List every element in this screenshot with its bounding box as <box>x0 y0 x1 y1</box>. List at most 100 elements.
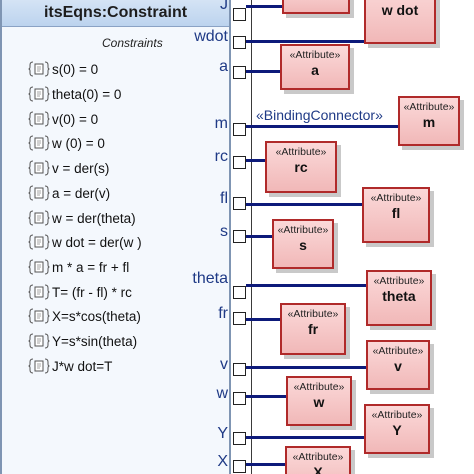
port-label: v <box>220 356 228 373</box>
constraint-text: w dot = der(w ) <box>52 234 142 250</box>
constraint-icon <box>28 111 50 127</box>
constraint-item[interactable]: s(0) = 0 <box>28 59 98 79</box>
constraint-parameter-port[interactable] <box>233 36 246 49</box>
constraints-compartment-label: Constraints <box>102 36 163 50</box>
attribute-box[interactable]: «Attribute»fr <box>280 303 346 355</box>
attribute-name: w dot <box>381 2 419 18</box>
attribute-name: rc <box>294 159 308 175</box>
attribute-box[interactable]: «Attribute» <box>282 0 350 14</box>
constraint-parameter-port[interactable] <box>233 156 246 169</box>
port-label: Y <box>217 425 228 442</box>
attribute-name: fr <box>307 321 319 337</box>
binding-connector[interactable] <box>246 235 272 238</box>
attribute-box[interactable]: «Attribute»Y <box>364 404 430 454</box>
binding-connector[interactable] <box>246 70 280 73</box>
port-label: m <box>214 115 228 132</box>
constraint-parameter-port[interactable] <box>233 312 246 325</box>
attribute-stereotype: «Attribute» <box>370 192 422 204</box>
constraint-parameter-port[interactable] <box>233 66 246 79</box>
constraint-parameter-port[interactable] <box>233 363 246 376</box>
attribute-stereotype: «Attribute» <box>275 146 327 158</box>
port-label: fr <box>218 305 228 322</box>
attribute-name: m <box>422 114 436 130</box>
constraint-text: w (0) = 0 <box>52 135 105 151</box>
constraint-parameter-port[interactable] <box>233 230 246 243</box>
constraint-icon <box>28 160 50 176</box>
constraint-text: T= (fr - fl) * rc <box>52 284 132 300</box>
constraint-item[interactable]: X=s*cos(theta) <box>28 306 141 326</box>
binding-connector[interactable] <box>246 366 366 369</box>
port-label: theta <box>192 270 228 287</box>
constraint-item[interactable]: T= (fr - fl) * rc <box>28 282 132 302</box>
constraint-text: v = der(s) <box>52 160 110 176</box>
constraint-item[interactable]: w dot = der(w ) <box>28 232 142 252</box>
attribute-stereotype: «Attribute» <box>373 275 425 287</box>
constraint-item[interactable]: Y=s*sin(theta) <box>28 331 137 351</box>
attribute-stereotype: «Attribute» <box>289 49 341 61</box>
attribute-box[interactable]: «Attribute»v <box>366 340 430 390</box>
binding-connector-label: «BindingConnector» <box>256 107 383 123</box>
constraint-text: theta(0) = 0 <box>52 86 122 102</box>
attribute-stereotype: «Attribute» <box>403 101 455 113</box>
binding-connector[interactable] <box>246 125 398 128</box>
binding-connector[interactable] <box>246 5 282 8</box>
attribute-box[interactable]: «Attribute»s <box>272 219 334 269</box>
constraint-parameter-port[interactable] <box>233 8 246 21</box>
constraint-parameter-port[interactable] <box>233 286 246 299</box>
block-title: itsEqns:Constraint <box>2 0 229 27</box>
attribute-name: w <box>313 394 325 410</box>
attribute-stereotype: «Attribute» <box>277 224 329 236</box>
attribute-box[interactable]: «Attribute»fl <box>362 187 430 243</box>
constraint-text: s(0) = 0 <box>52 61 99 77</box>
attribute-name: Y <box>392 422 402 438</box>
constraint-parameter-port[interactable] <box>233 197 246 210</box>
attribute-box[interactable]: «Attribute»theta <box>366 270 432 326</box>
constraint-parameter-port[interactable] <box>233 460 246 473</box>
constraint-item[interactable]: v(0) = 0 <box>28 109 98 129</box>
constraint-item[interactable]: v = der(s) <box>28 158 109 178</box>
attribute-box[interactable]: «Attribute»X <box>285 446 351 474</box>
constraint-text: X=s*cos(theta) <box>52 308 141 324</box>
constraint-parameter-port[interactable] <box>233 123 246 136</box>
constraint-item[interactable]: m * a = fr + fl <box>28 257 129 277</box>
attribute-name: s <box>299 237 307 253</box>
constraint-item[interactable]: J*w dot=T <box>28 356 112 376</box>
binding-connector[interactable] <box>246 284 366 287</box>
constraint-icon <box>28 259 50 275</box>
constraint-item[interactable]: w = der(theta) <box>28 208 136 228</box>
attribute-stereotype: «Attribute» <box>292 451 344 463</box>
binding-connector[interactable] <box>246 203 362 206</box>
attribute-stereotype: «Attribute» <box>371 409 423 421</box>
port-label: wdot <box>194 28 228 45</box>
binding-connector[interactable] <box>246 318 280 321</box>
attribute-box[interactable]: «Attribute»a <box>280 44 350 90</box>
attribute-box[interactable]: «Attribute»w <box>286 376 352 426</box>
attribute-box[interactable]: «Attribute»rc <box>265 141 337 193</box>
constraint-text: m * a = fr + fl <box>52 259 130 275</box>
port-label: J <box>220 0 228 13</box>
attribute-box[interactable]: «Attribute»m <box>398 96 460 146</box>
constraint-icon <box>28 185 50 201</box>
constraint-icon <box>28 210 50 226</box>
attribute-stereotype: «Attribute» <box>372 345 424 357</box>
constraint-icon <box>28 135 50 151</box>
constraint-icon <box>28 358 50 374</box>
attribute-stereotype: «Attribute» <box>366 0 434 1</box>
binding-connector[interactable] <box>246 159 265 162</box>
constraint-item[interactable]: a = der(v) <box>28 183 110 203</box>
binding-connector[interactable] <box>246 395 286 398</box>
attribute-stereotype: «Attribute» <box>293 381 345 393</box>
constraint-text: w = der(theta) <box>52 210 136 226</box>
constraint-icon <box>28 284 50 300</box>
attribute-box[interactable]: «Attribute»w dot <box>364 0 436 44</box>
constraint-item[interactable]: w (0) = 0 <box>28 133 105 153</box>
binding-connector[interactable] <box>246 40 364 43</box>
constraint-parameter-port[interactable] <box>233 392 246 405</box>
attribute-name: fl <box>391 205 401 221</box>
constraint-icon <box>28 61 50 77</box>
binding-connector[interactable] <box>246 436 364 439</box>
binding-connector[interactable] <box>246 463 285 466</box>
constraint-item[interactable]: theta(0) = 0 <box>28 84 121 104</box>
constraint-parameter-port[interactable] <box>233 432 246 445</box>
